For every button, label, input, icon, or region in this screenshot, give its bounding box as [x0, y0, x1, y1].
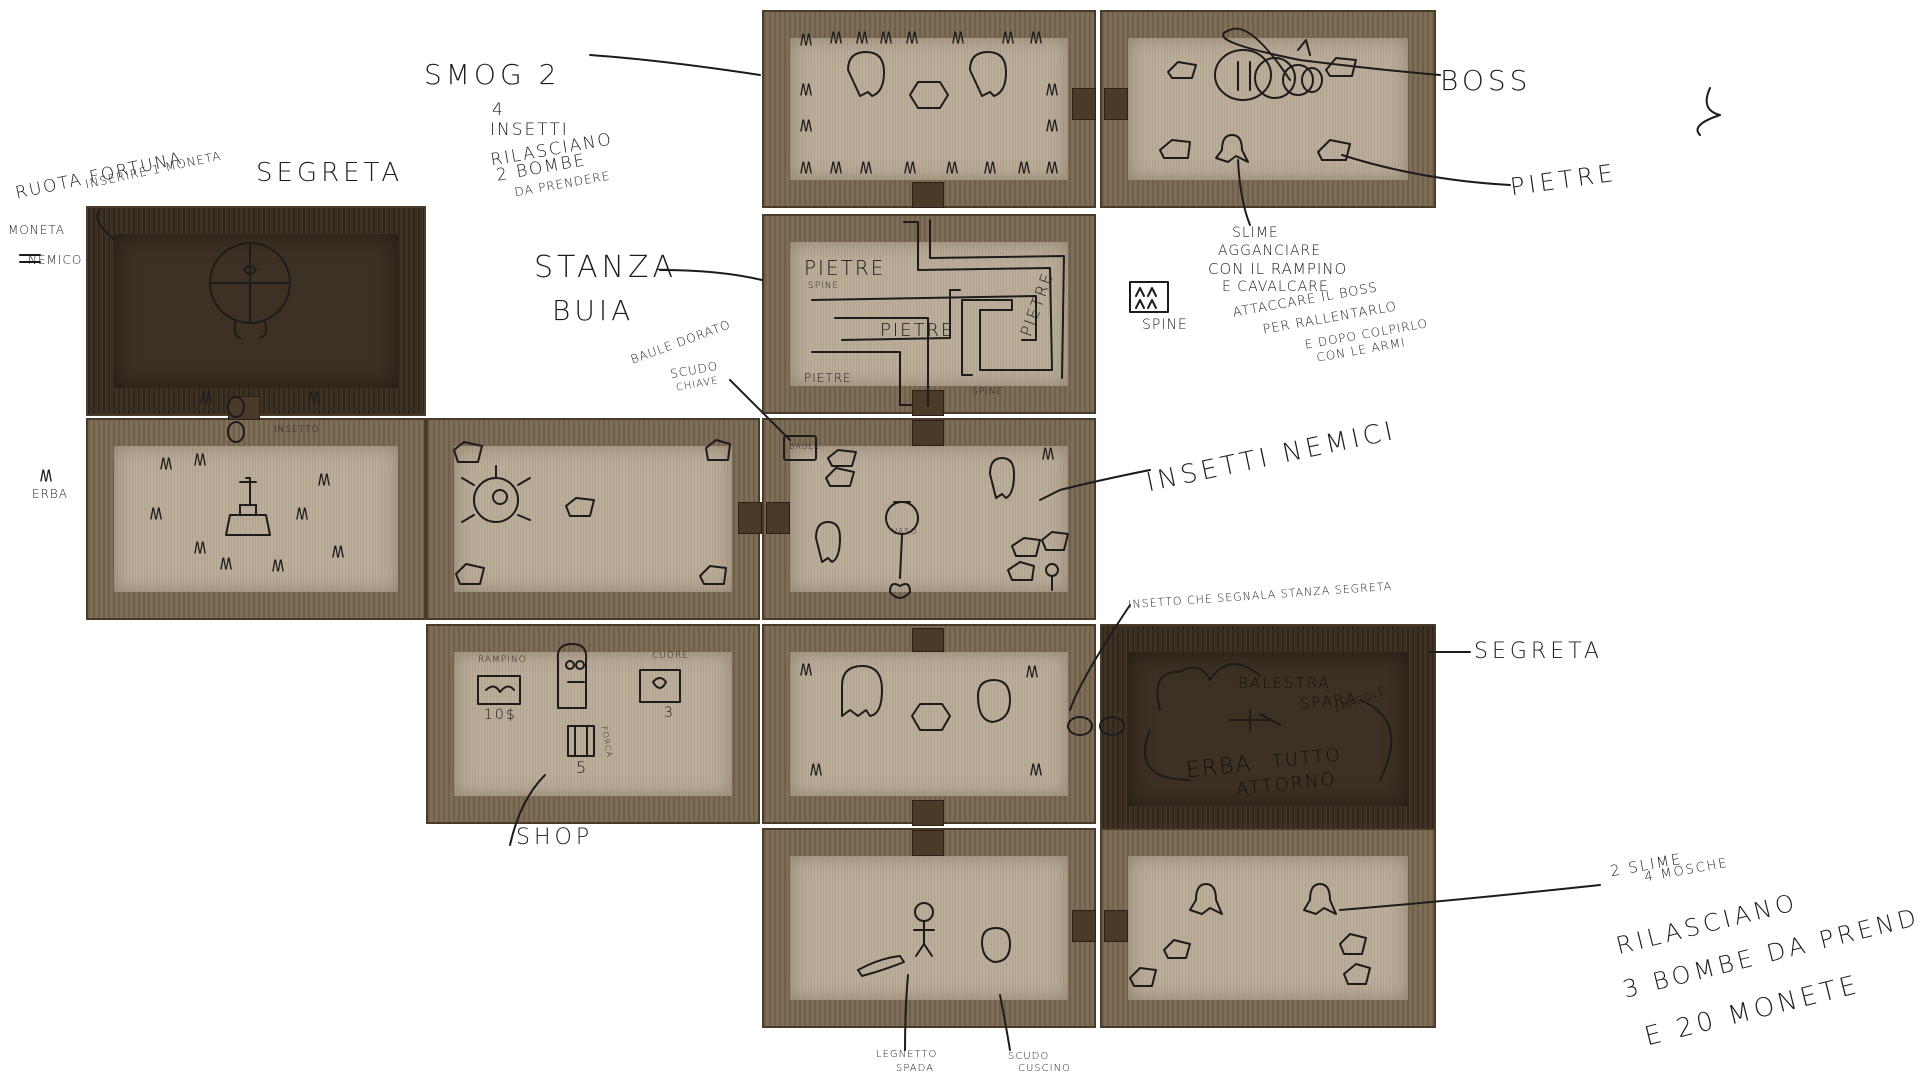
grass-icon: ʍ: [800, 153, 812, 179]
label-scudo-cuscino-1: CUSCINO: [1018, 1064, 1071, 1075]
label-legnetto-1: SPADA: [896, 1064, 934, 1075]
label-segreta-top: SEGRETA: [256, 160, 403, 187]
room-grass: [86, 418, 426, 620]
room-start: [762, 828, 1096, 1028]
room-ghosts: [762, 624, 1096, 824]
grass-icon: ʍ: [1026, 657, 1038, 683]
room-boss: [1100, 10, 1436, 208]
door-wheel-grass: [228, 396, 260, 420]
label-shop: SHOP: [516, 826, 593, 849]
door-insects-eye: [766, 502, 790, 534]
label-maze-pietre-0: PIETRE: [804, 258, 885, 279]
label-stanza-buia-0: STANZA: [534, 252, 677, 284]
door-eye-insects: [738, 502, 762, 534]
label-rampino-price: 10$: [484, 708, 517, 723]
room-secret-wheel: [86, 206, 426, 416]
door-maze-insects: [912, 390, 944, 416]
label-baule-box: BAULE: [789, 443, 820, 451]
label-slime-note-1: AGGANCIARE: [1218, 244, 1321, 259]
grass-icon: ʍ: [1042, 439, 1054, 465]
door-start-slime: [1072, 910, 1096, 942]
grass-icon: ʍ: [800, 655, 812, 681]
label-scudo-cuscino-0: SCUDO: [1008, 1052, 1049, 1063]
grass-icon: ʍ: [946, 153, 958, 179]
label-maze-pietre-1: PIETRE: [880, 322, 954, 341]
grass-icon: ʍ: [800, 25, 812, 51]
label-spine-legend: SPINE: [1142, 318, 1188, 333]
grass-icon: ʍ: [296, 499, 308, 525]
room-secret-crossbow: [1100, 624, 1436, 834]
door-start-ghosts: [912, 830, 944, 856]
grass-icon: ʍ: [904, 153, 916, 179]
grass-icon: ʍ: [332, 537, 344, 563]
label-maze-spine-0: SPINE: [808, 282, 839, 291]
grass-icon: ʍ: [856, 23, 868, 49]
label-pietre: PIETRE: [1509, 161, 1619, 201]
label-cuore-price: 3: [664, 706, 675, 721]
label-nemico: NEMICO: [28, 254, 82, 267]
grass-icon: ʍ: [1046, 153, 1058, 179]
label-erba: ERBA: [32, 488, 68, 501]
grass-icon: ʍ: [194, 533, 206, 559]
grass-icon: ʍ: [952, 23, 964, 49]
door-slime-start: [1104, 910, 1128, 942]
door-smog-boss: [1072, 88, 1096, 120]
grass-icon: ʍ: [830, 153, 842, 179]
label-vaso: VASO: [892, 528, 918, 536]
grass-icon: ʍ: [308, 383, 320, 409]
label-cuore: CUORE: [652, 652, 689, 661]
label-legnetto-0: LEGNETTO: [876, 1050, 937, 1061]
label-smog-note-0: 4: [492, 102, 505, 120]
grass-icon: ʍ: [200, 383, 212, 409]
label-insetto: INSETTO: [274, 426, 320, 435]
grass-icon: ʍ: [880, 23, 892, 49]
grass-icon: ʍ: [220, 549, 232, 575]
grass-icon: ʍ: [800, 75, 812, 101]
label-boss: BOSS: [1440, 66, 1531, 95]
grass-icon: ʍ: [1046, 75, 1058, 101]
label-maze-pietre-3: PIETRE: [804, 372, 852, 385]
room-shop: [426, 624, 760, 824]
label-rampino: RAMPINO: [478, 656, 527, 665]
grass-icon: ʍ: [906, 23, 918, 49]
label-balestra-0: BALESTRA: [1238, 676, 1331, 692]
grass-icon: ʍ: [272, 551, 284, 577]
grass-icon: ʍ: [160, 449, 172, 475]
grass-icon: ʍ: [1018, 153, 1030, 179]
grass-icon: ʍ: [150, 499, 162, 525]
grass-icon: ʍ: [830, 23, 842, 49]
label-moneta: MONETA: [8, 224, 65, 237]
grass-icon: ʍ: [800, 111, 812, 137]
grass-icon: ʍ: [1046, 111, 1058, 137]
grass-icon: ʍ: [810, 755, 822, 781]
label-stanza-buia-1: BUIA: [552, 296, 634, 325]
label-insetti-nemici: INSETTI NEMICI: [1144, 418, 1399, 498]
door-insects-ghosts: [912, 628, 944, 652]
label-segreta-right: SEGRETA: [1474, 640, 1603, 663]
label-smog: SMOG 2: [424, 60, 560, 89]
grass-icon: ʍ: [194, 445, 206, 471]
grass-icon: ʍ: [318, 465, 330, 491]
grass-icon: ʍ: [860, 153, 872, 179]
room-slime: [1100, 828, 1436, 1028]
room-eye-enemy: [426, 418, 760, 620]
grass-icon: ʍ: [984, 153, 996, 179]
grass-icon: ʍ: [40, 461, 52, 487]
label-maze-spine-1: SPINE: [972, 388, 1003, 397]
door-ghosts-start: [912, 800, 944, 826]
grass-icon: ʍ: [1002, 23, 1014, 49]
door-boss-smog: [1104, 88, 1128, 120]
door-insects-maze: [912, 420, 944, 446]
grass-icon: ʍ: [1030, 23, 1042, 49]
label-slime-note-2: CON IL RAMPINO: [1208, 262, 1347, 278]
door-smog-maze: [912, 182, 944, 208]
label-forca-price: 5: [576, 760, 588, 777]
label-insetto-segnala: INSETTO CHE SEGNALA STANZA SEGRETA: [1128, 581, 1393, 611]
label-slime-note-0: SLIME: [1232, 226, 1279, 241]
label-smog-note-1: INSETTI: [490, 122, 569, 140]
grass-icon: ʍ: [1030, 755, 1042, 781]
